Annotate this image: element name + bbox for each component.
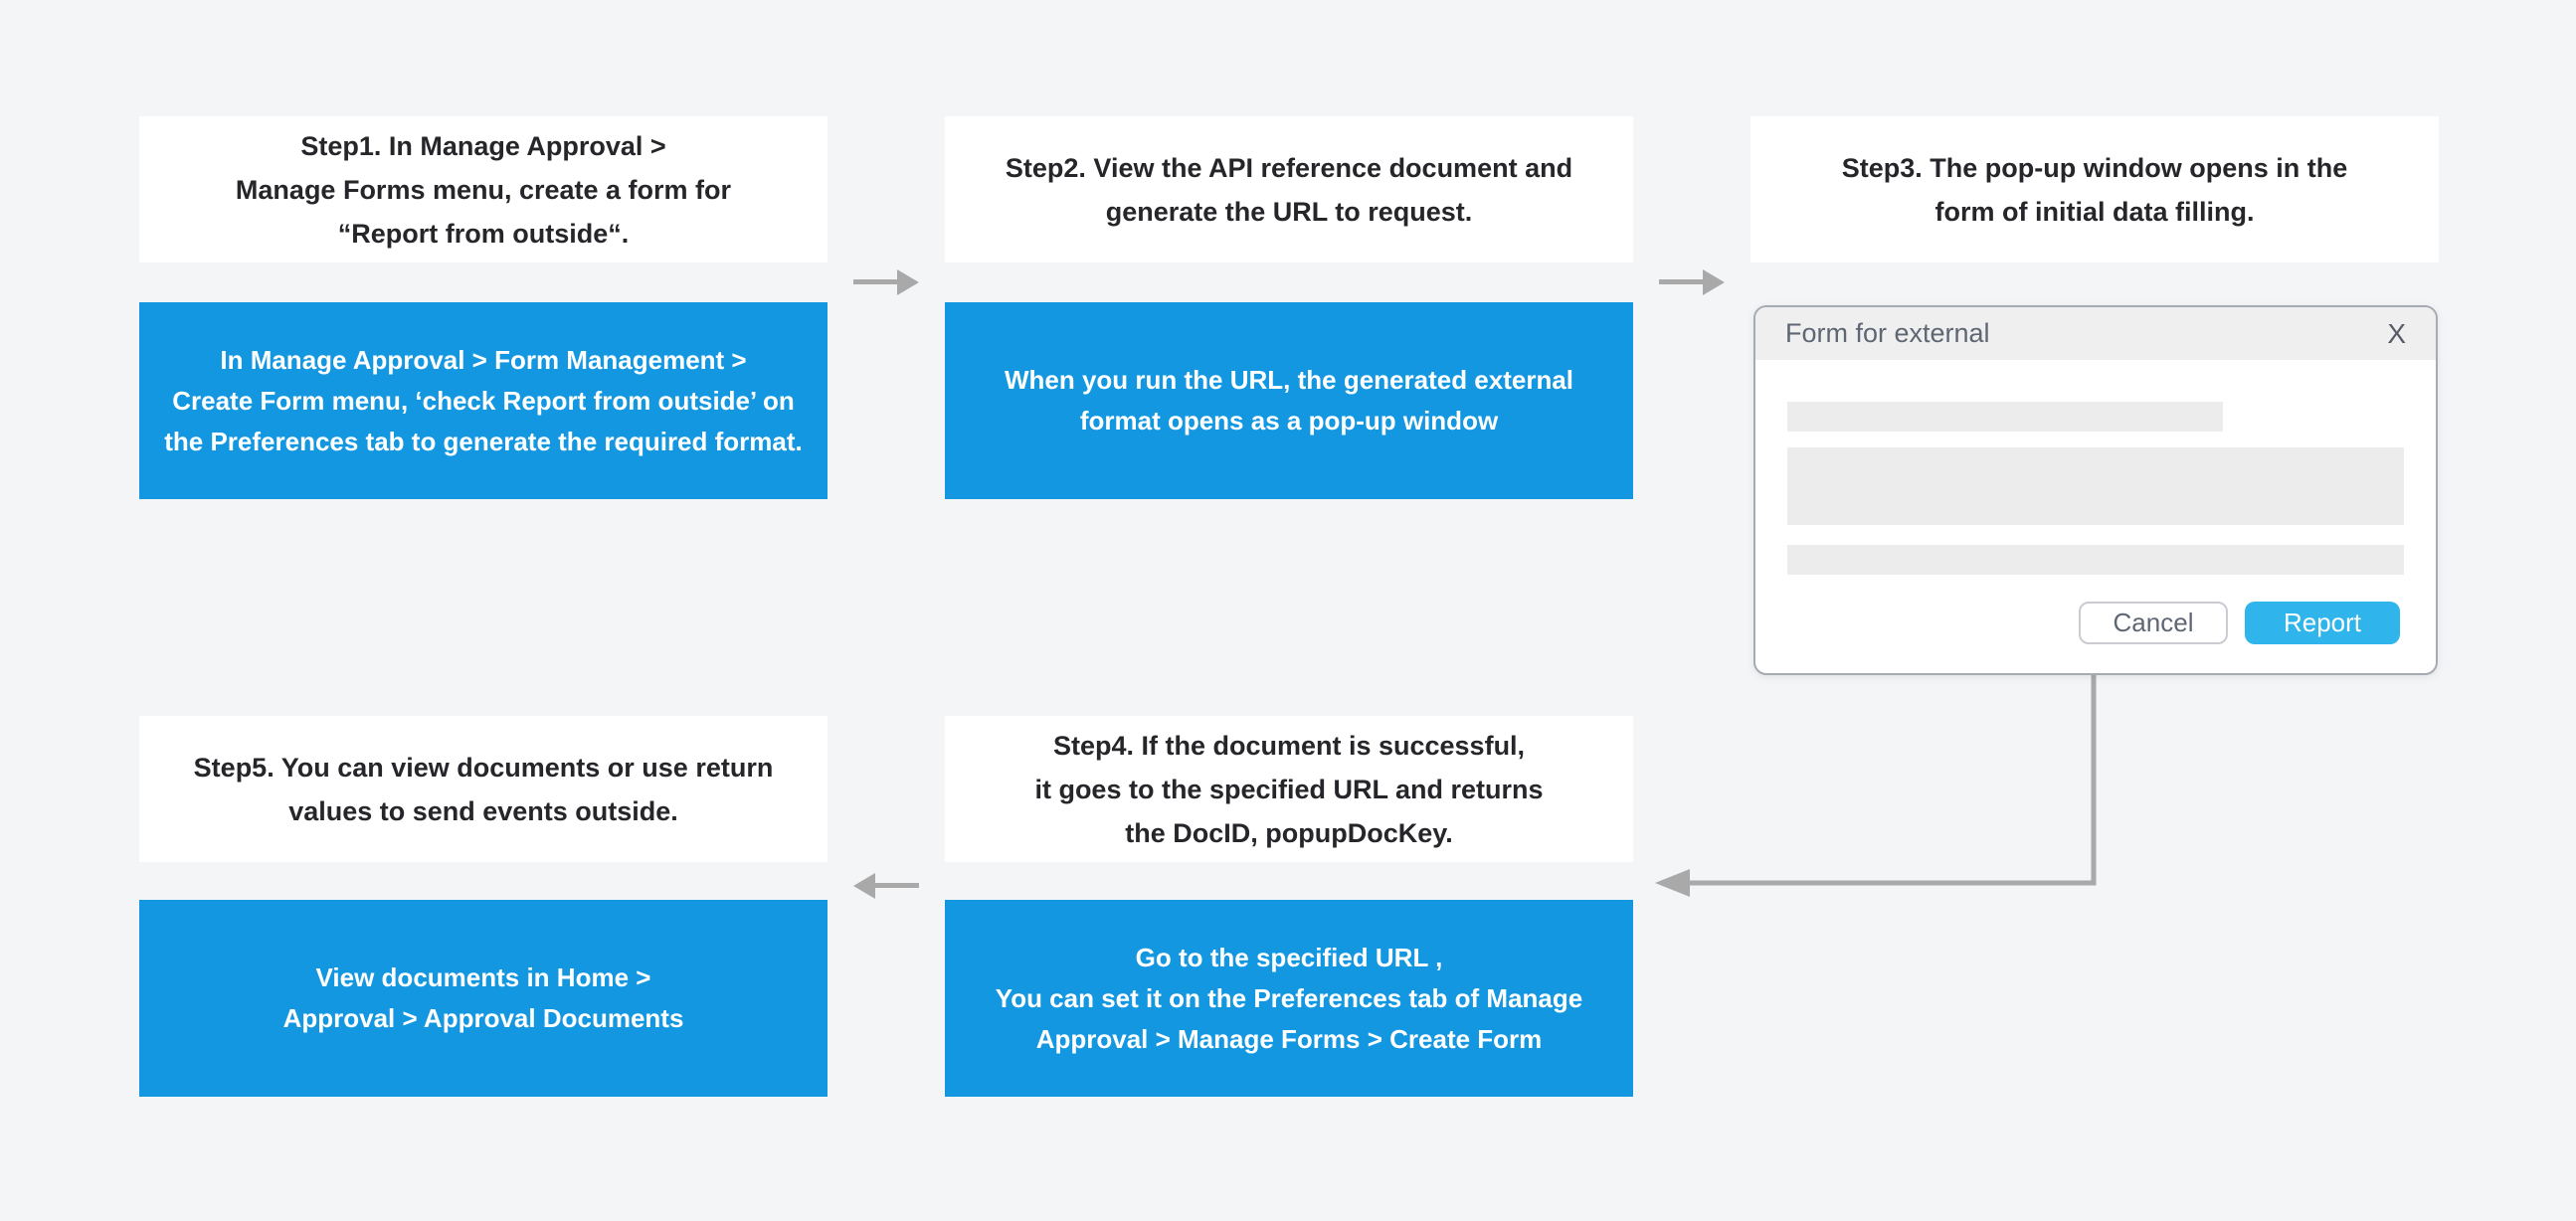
close-icon[interactable]: X: [2387, 317, 2406, 349]
step2-note-card: When you run the URL, the generated exte…: [945, 302, 1633, 499]
step4-text-line: the DocID, popupDocKey.: [1125, 817, 1453, 848]
step5-note-line: Approval > Approval Documents: [282, 1003, 684, 1033]
arrow-dialog-to-step4-icon: [1655, 675, 2097, 897]
step3-card: Step3. The pop-up window opens in the fo…: [1750, 116, 2439, 262]
arrow-step2-to-step3-icon: [1659, 269, 1725, 295]
report-button[interactable]: Report: [2245, 602, 2400, 644]
step4-text-line: it goes to the specified URL and returns: [1034, 774, 1544, 804]
dialog-actions: Cancel Report: [2079, 602, 2400, 644]
form-field-placeholder: [1787, 402, 2223, 432]
step4-text-line: Step4. If the document is successful,: [1052, 730, 1526, 761]
step3-text-line: form of initial data filling.: [1934, 196, 2255, 227]
step5-text-line: values to send events outside.: [288, 795, 678, 826]
arrow-step4-to-step5-icon: [853, 873, 919, 899]
step5-text-line: Step5. You can view documents or use ret…: [193, 752, 774, 783]
dialog-body: Cancel Report: [1755, 360, 2436, 673]
step3-text-line: Step3. The pop-up window opens in the: [1841, 152, 2348, 183]
step4-note-line: Go to the specified URL ,: [1135, 942, 1443, 972]
step2-text-line: generate the URL to request.: [1105, 196, 1473, 227]
step5-card: Step5. You can view documents or use ret…: [139, 716, 828, 862]
step1-card: Step1. In Manage Approval > Manage Forms…: [139, 116, 828, 262]
step1-note-card: In Manage Approval > Form Management > C…: [139, 302, 828, 499]
form-field-placeholder: [1787, 447, 2404, 525]
step2-card: Step2. View the API reference document a…: [945, 116, 1633, 262]
step1-text-line: Manage Forms menu, create a form for: [235, 174, 732, 205]
step2-text-line: Step2. View the API reference document a…: [1005, 152, 1573, 183]
step4-note-line: Approval > Manage Forms > Create Form: [1035, 1023, 1543, 1054]
step1-text-line: Step1. In Manage Approval >: [300, 130, 666, 161]
form-field-placeholder: [1787, 545, 2404, 575]
step1-text-line: “Report from outside“.: [337, 218, 630, 249]
step1-note-line: Create Form menu, ‘check Report from out…: [172, 385, 795, 416]
form-for-external-dialog: Form for external X Cancel Report: [1753, 305, 2438, 675]
step1-note-line: the Preferences tab to generate the requ…: [164, 426, 803, 456]
step2-note-line: When you run the URL, the generated exte…: [1004, 365, 1574, 395]
cancel-button[interactable]: Cancel: [2079, 602, 2228, 644]
dialog-titlebar: Form for external X: [1755, 307, 2436, 360]
step4-card: Step4. If the document is successful, it…: [945, 716, 1633, 862]
dialog-title: Form for external: [1785, 318, 1990, 348]
step5-note-card: View documents in Home > Approval > Appr…: [139, 900, 828, 1097]
arrow-step1-to-step2-icon: [853, 269, 919, 295]
step1-note-line: In Manage Approval > Form Management >: [220, 344, 747, 375]
step4-note-card: Go to the specified URL , You can set it…: [945, 900, 1633, 1097]
step4-note-line: You can set it on the Preferences tab of…: [995, 982, 1583, 1013]
step2-note-line: format opens as a pop-up window: [1079, 406, 1499, 436]
step5-note-line: View documents in Home >: [315, 962, 651, 992]
